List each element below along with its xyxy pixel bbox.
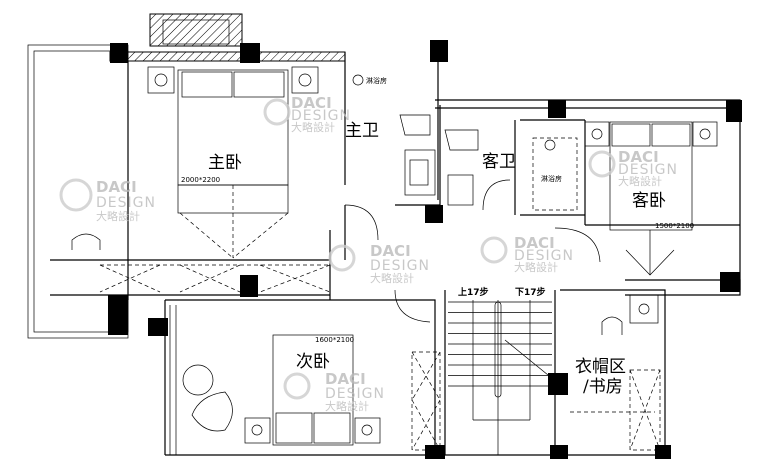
chair-icon: [71, 233, 101, 250]
master-bed: [147, 66, 319, 259]
pillars: [108, 40, 742, 459]
svg-text:大略設計: 大略設計: [514, 260, 558, 274]
stairs-up-label: 上17步: [458, 286, 489, 298]
cabinet: [411, 351, 441, 451]
second-bed: [169, 289, 431, 455]
study-label: /书房: [583, 377, 623, 397]
master-bath-fixtures: [344, 74, 436, 241]
svg-text:大略設計: 大略設計: [291, 120, 335, 134]
walls: [50, 52, 741, 456]
svg-text:DESIGN: DESIGN: [325, 386, 385, 402]
svg-text:大略設計: 大略設計: [370, 271, 414, 285]
top-wall: [109, 51, 346, 62]
master-bath-label: 主卫: [345, 121, 379, 141]
svg-text:DACI: DACI: [618, 148, 659, 166]
handrail: [494, 301, 502, 398]
second-bed-size: 1600*2100: [315, 336, 354, 344]
svg-text:大略設計: 大略設計: [325, 399, 369, 413]
wardrobe: [99, 264, 331, 293]
svg-text:大略設計: 大略設計: [618, 174, 662, 188]
second-bedroom-label: 次卧: [296, 352, 330, 372]
closet-fixtures: [570, 294, 661, 451]
stairs-down-label: 下17步: [515, 286, 546, 298]
cloakroom-label: 衣帽区: [575, 357, 626, 377]
bay-window: [149, 13, 243, 47]
svg-text:DESIGN: DESIGN: [514, 248, 574, 264]
svg-text:DESIGN: DESIGN: [96, 195, 156, 211]
guest-shower-label: 淋浴房: [541, 174, 562, 183]
svg-text:DACI: DACI: [370, 242, 411, 260]
master-bedroom-label: 主卧: [208, 153, 242, 173]
guest-bedroom-label: 客卧: [632, 191, 666, 211]
guest-bath-label: 客卫: [482, 152, 516, 172]
svg-text:DACI: DACI: [325, 370, 366, 388]
stair-arrow: [504, 339, 549, 376]
staircase: [448, 300, 552, 455]
svg-text:DESIGN: DESIGN: [370, 258, 430, 274]
svg-text:大略設計: 大略設計: [96, 209, 140, 223]
guest-bed-size: 1500*2100: [655, 222, 694, 230]
svg-text:DACI: DACI: [291, 94, 332, 112]
stair-treads: [448, 300, 552, 455]
guest-bed: [584, 121, 718, 276]
svg-text:DESIGN: DESIGN: [618, 162, 678, 178]
master-bed-size: 2000*2200: [181, 176, 220, 184]
svg-text:DACI: DACI: [514, 234, 555, 252]
svg-text:DACI: DACI: [96, 178, 137, 196]
svg-text:DESIGN: DESIGN: [291, 108, 351, 124]
guest-bath-fixtures: [444, 129, 601, 263]
master-shower-label: 淋浴房: [366, 76, 387, 85]
